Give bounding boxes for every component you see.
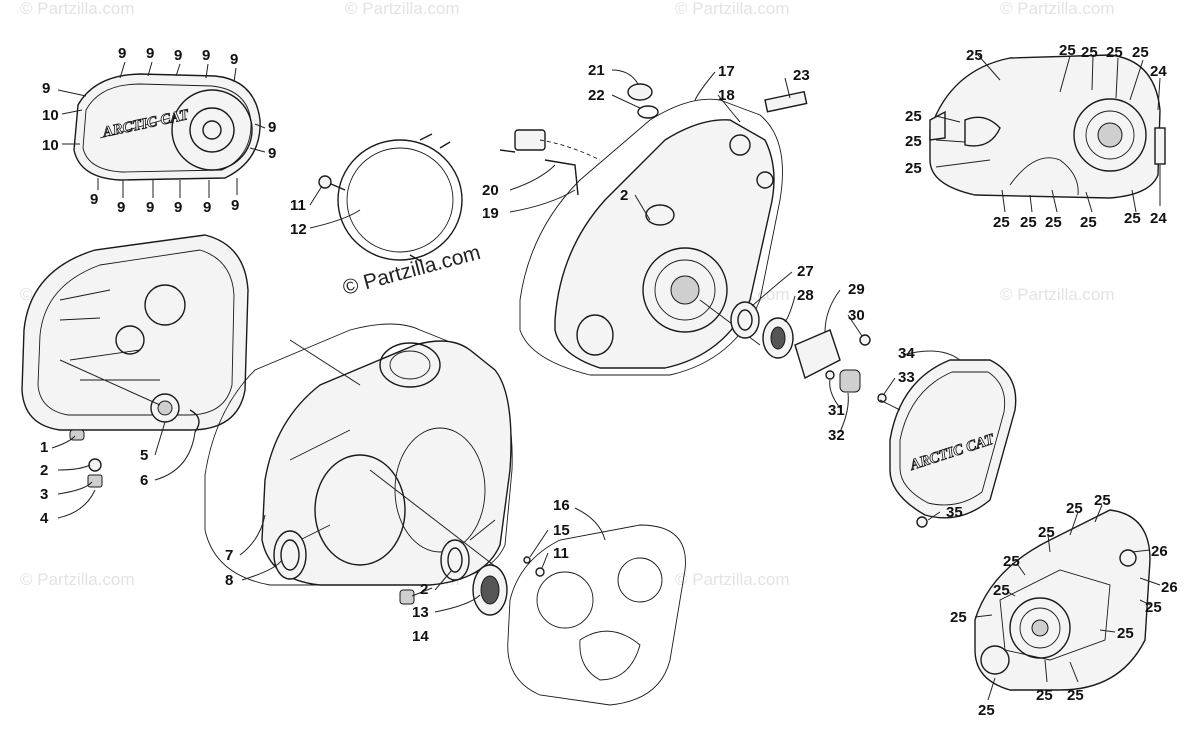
callout-1: 1 [40, 439, 48, 456]
callout-labels: 9 9 9 9 9 9 10 10 9 9 9 9 9 9 9 9 1 2 3 … [40, 42, 1178, 719]
callout-24: 24 [1150, 63, 1167, 80]
callout-33: 33 [898, 369, 915, 386]
callout-9: 9 [146, 199, 154, 216]
gasket-lower [507, 524, 686, 706]
callout-25: 25 [966, 47, 983, 64]
clutch-gasket-ring [318, 133, 463, 263]
callout-32: 32 [828, 427, 845, 444]
callout-25: 25 [905, 133, 922, 150]
magneto-cover: ARCTIC CAT [879, 359, 1017, 528]
callout-9: 9 [174, 199, 182, 216]
watermark-faint: © Partzilla.com [20, 570, 135, 589]
callout-11: 11 [553, 545, 569, 562]
callout-10: 10 [42, 137, 59, 154]
callout-25: 25 [1132, 44, 1149, 61]
leader-lines [51, 54, 1161, 701]
callout-26: 26 [1161, 579, 1178, 596]
callout-18: 18 [718, 87, 735, 104]
callout-9: 9 [268, 145, 276, 162]
callout-9: 9 [117, 199, 125, 216]
callout-3: 3 [40, 486, 48, 503]
magneto-bearings [730, 301, 887, 403]
callout-20: 20 [482, 182, 499, 199]
callout-15: 15 [553, 522, 570, 539]
callout-25: 25 [1124, 210, 1141, 227]
callout-4: 4 [40, 510, 49, 527]
callout-25: 25 [978, 702, 995, 719]
callout-2: 2 [620, 187, 628, 204]
watermark-main: © Partzilla.com [340, 241, 483, 300]
callout-9: 9 [231, 197, 239, 214]
callout-23: 23 [793, 67, 810, 84]
watermark-faint: © Partzilla.com [675, 570, 790, 589]
callout-9: 9 [230, 51, 238, 68]
callout-34: 34 [898, 345, 915, 362]
callout-2: 2 [420, 581, 428, 598]
callout-25: 25 [993, 214, 1010, 231]
callout-9: 9 [174, 47, 182, 64]
bearings-center [399, 539, 545, 616]
watermark-faint: © Partzilla.com [20, 0, 135, 18]
callout-19: 19 [482, 205, 499, 222]
callout-16: 16 [553, 497, 570, 514]
callout-25: 25 [1145, 599, 1162, 616]
callout-24: 24 [1150, 210, 1167, 227]
callout-35: 35 [946, 504, 963, 521]
callout-6: 6 [140, 472, 148, 489]
belt-housing [204, 323, 513, 586]
callout-13: 13 [412, 604, 429, 621]
callout-22: 22 [588, 87, 605, 104]
callout-25: 25 [1117, 625, 1134, 642]
callout-25: 25 [1106, 44, 1123, 61]
callout-25: 25 [1066, 500, 1083, 517]
callout-27: 27 [797, 263, 814, 280]
callout-17: 17 [718, 63, 735, 80]
outer-clutch-cover: ARCTIC CAT [73, 73, 261, 181]
watermark-faint: © Partzilla.com [1000, 285, 1115, 304]
callout-25: 25 [905, 160, 922, 177]
callout-29: 29 [848, 281, 865, 298]
callout-28: 28 [797, 287, 814, 304]
watermark-faint: © Partzilla.com [1000, 0, 1115, 18]
callout-2: 2 [40, 462, 48, 479]
callout-14: 14 [412, 628, 429, 645]
callout-9: 9 [268, 119, 276, 136]
callout-25: 25 [1020, 214, 1037, 231]
callout-5: 5 [140, 447, 148, 464]
watermark-faint: © Partzilla.com [345, 0, 460, 18]
callout-12: 12 [290, 221, 307, 238]
callout-9: 9 [202, 47, 210, 64]
callout-25: 25 [1059, 42, 1076, 59]
callout-25: 25 [950, 609, 967, 626]
callout-25: 25 [1038, 524, 1055, 541]
callout-9: 9 [90, 191, 98, 208]
callout-7: 7 [225, 547, 233, 564]
right-cover-lower [974, 509, 1151, 691]
callout-9: 9 [42, 80, 50, 97]
callout-9: 9 [118, 45, 126, 62]
right-cover-upper [929, 54, 1166, 199]
watermark-faint: © Partzilla.com [675, 0, 790, 18]
callout-25: 25 [993, 582, 1010, 599]
callout-31: 31 [828, 402, 845, 419]
callout-25: 25 [1003, 553, 1020, 570]
callout-21: 21 [588, 62, 605, 79]
callout-10: 10 [42, 107, 59, 124]
callout-26: 26 [1151, 543, 1168, 560]
callout-8: 8 [225, 572, 233, 589]
magneto-crankcase [499, 83, 808, 376]
callout-9: 9 [203, 199, 211, 216]
callout-25: 25 [905, 108, 922, 125]
callout-9: 9 [146, 45, 154, 62]
callout-25: 25 [1036, 687, 1053, 704]
callout-25: 25 [1080, 214, 1097, 231]
inner-clutch-cover [21, 234, 249, 488]
callout-25: 25 [1081, 44, 1098, 61]
callout-11: 11 [290, 197, 306, 214]
callout-30: 30 [848, 307, 865, 324]
callout-25: 25 [1067, 687, 1084, 704]
callout-25: 25 [1094, 492, 1111, 509]
callout-25: 25 [1045, 214, 1062, 231]
